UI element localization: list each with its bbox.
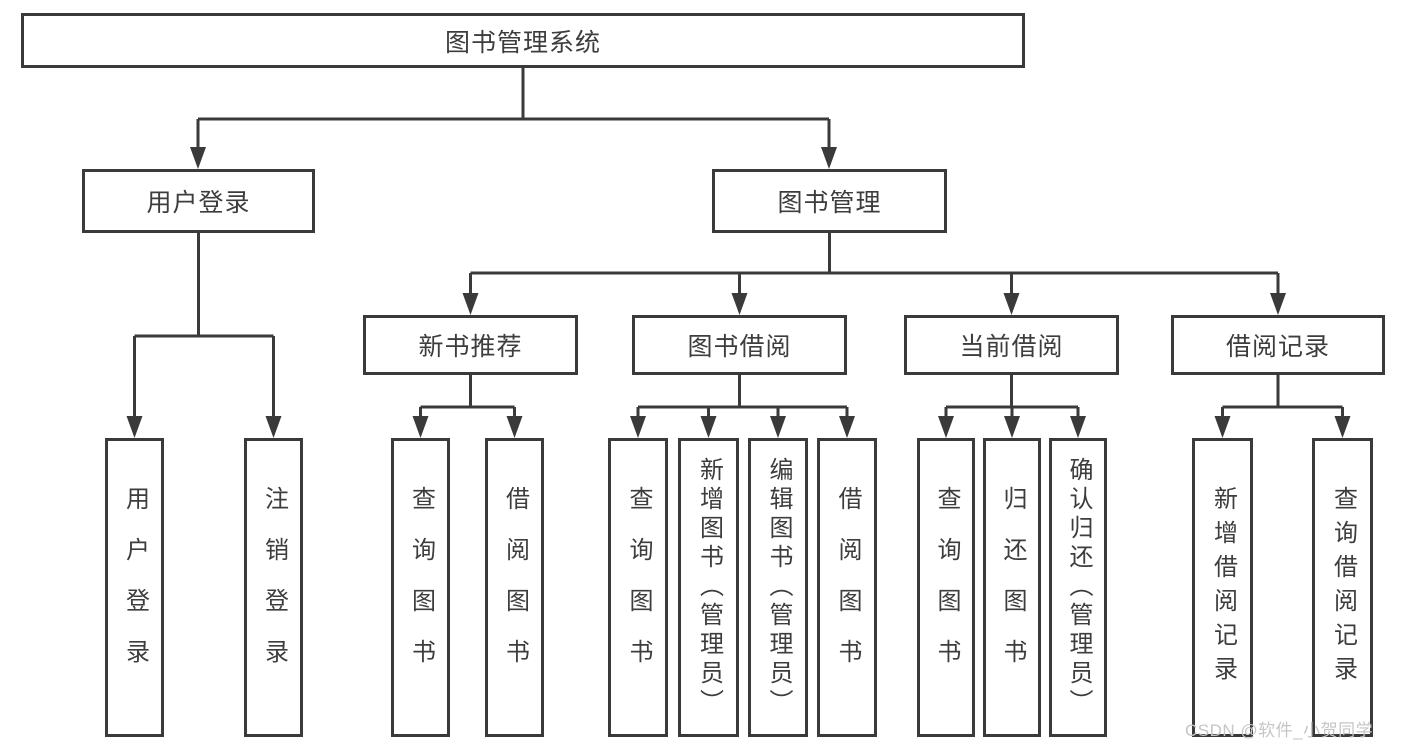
node-new-book-recommend: 新书推荐: [363, 315, 578, 375]
leaf-label: 查询图书: [407, 485, 435, 690]
leaf-query-borrow-record: 查询借阅记录: [1312, 438, 1373, 737]
node-borrowing-records: 借阅记录: [1171, 315, 1385, 375]
leaf-borrow-books-recommend: 借阅图书: [485, 438, 544, 737]
leaf-confirm-return-admin: 确认归还（管理员）: [1049, 438, 1107, 737]
node-book-borrowing: 图书借阅: [632, 315, 847, 375]
leaf-label: 用户登录: [121, 485, 149, 690]
leaf-return-book: 归还图书: [983, 438, 1041, 737]
node-label: 新书推荐: [418, 333, 523, 361]
node-label: 用户登录: [146, 189, 251, 217]
leaf-label: 借阅图书: [501, 485, 529, 690]
node-label: 当前借阅: [959, 333, 1064, 361]
leaf-logout: 注销登录: [244, 438, 303, 737]
node-current-borrowing: 当前借阅: [904, 315, 1119, 375]
leaf-label: 注销登录: [260, 485, 288, 690]
leaf-add-book-admin: 新增图书（管理员）: [678, 438, 739, 737]
leaf-borrow-books: 借阅图书: [817, 438, 877, 737]
leaf-query-books-current: 查询图书: [917, 438, 975, 737]
leaf-label: 查询图书: [625, 485, 652, 690]
leaf-label: 查询图书: [933, 485, 960, 690]
leaf-query-books-recommend: 查询图书: [391, 438, 450, 737]
leaf-label: 借阅图书: [834, 485, 861, 690]
node-book-management: 图书管理: [712, 169, 947, 233]
leaf-label: 新增借阅记录: [1209, 485, 1237, 690]
leaf-label: 归还图书: [999, 485, 1026, 690]
node-label: 借阅记录: [1225, 333, 1330, 361]
node-label: 图书管理系统: [444, 28, 601, 57]
csdn-watermark: CSDN @软件_小贺同学: [1185, 721, 1374, 740]
leaf-label: 编辑图书（管理员）: [765, 457, 792, 718]
leaf-user-login: 用户登录: [105, 438, 164, 737]
leaf-label: 新增图书（管理员）: [695, 457, 723, 718]
leaf-add-borrow-record: 新增借阅记录: [1192, 438, 1253, 737]
node-library-system: 图书管理系统: [21, 13, 1025, 68]
node-label: 图书管理: [777, 189, 882, 217]
node-label: 图书借阅: [687, 333, 792, 361]
leaf-query-books-borrowing: 查询图书: [608, 438, 668, 737]
leaf-label: 查询借阅记录: [1329, 485, 1357, 690]
leaf-edit-book-admin: 编辑图书（管理员）: [748, 438, 808, 737]
leaf-label: 确认归还（管理员）: [1065, 457, 1092, 718]
node-user-login-group: 用户登录: [82, 169, 315, 233]
